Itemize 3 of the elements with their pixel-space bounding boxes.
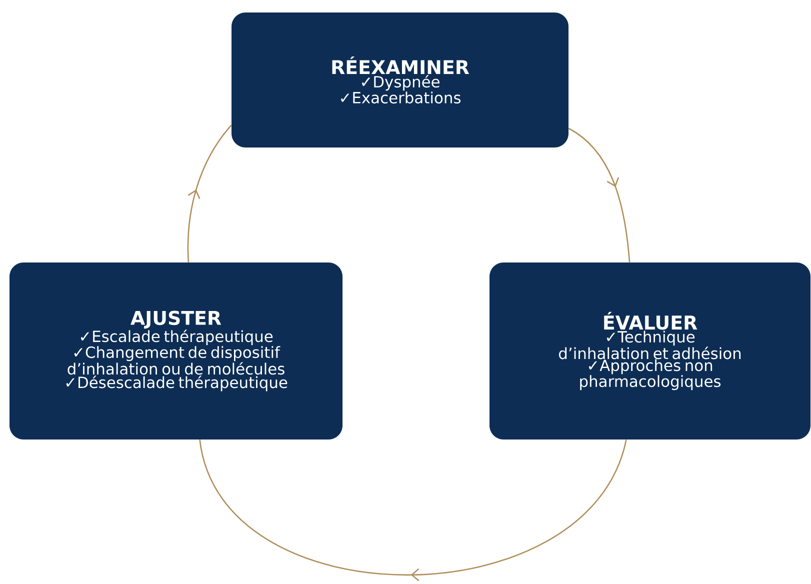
- step-box: ÉVALUER ✓Technique d’inhalation et adhésion ✓Approches non pharmacologiques: [490, 262, 810, 440]
- step-box: AJUSTER ✓Escalade thérapeutique ✓Changement de dispositif d’inhalation ou de molécules ✓Désescalade thérapeutique: [10, 262, 342, 440]
- step-box: RÉEXAMINER ✓Dyspnée ✓Exacerbations: [232, 12, 568, 148]
